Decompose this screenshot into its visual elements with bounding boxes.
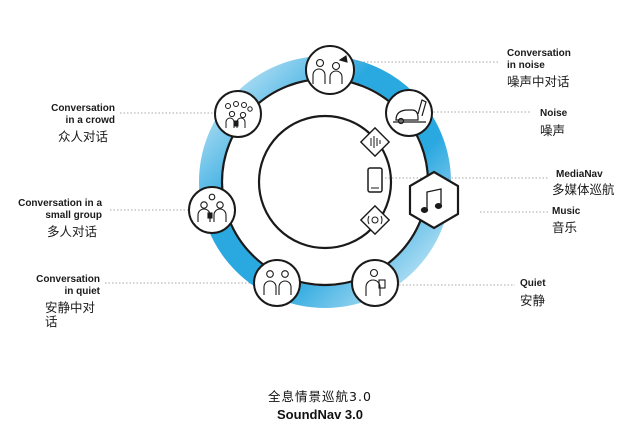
quiet-conversation-en-line1: Conversation: [36, 274, 100, 285]
label-conversation-in-noise: Conversation in noise 噪声中对话: [507, 48, 627, 89]
small-group-icon: [197, 193, 227, 222]
label-quiet: Quiet 安静: [520, 278, 600, 308]
music-en: Music: [552, 206, 581, 217]
node-conversation-in-quiet: [253, 259, 301, 307]
noise-conversation-zh: 噪声中对话: [507, 74, 570, 89]
noise-zh: 噪声: [540, 122, 566, 138]
quiet-conversation-zh: 安静中对话: [45, 300, 96, 330]
quiet-conversation-en-line2: in quiet: [64, 285, 100, 297]
inner-diamond-top: [359, 126, 391, 158]
title-chinese: 全息情景巡航3.0: [268, 389, 372, 404]
music-zh: 音乐: [552, 219, 578, 235]
music-note-icon: [420, 188, 443, 213]
crowd-people-icon: [225, 101, 253, 128]
phone-icon: [367, 167, 383, 193]
crowd-en-line2: in a crowd: [65, 114, 115, 126]
label-small-group: Conversation in a small group 多人对话: [12, 198, 102, 239]
node-crowd: [214, 90, 262, 138]
node-small-group: [188, 186, 236, 234]
listening-icon: [367, 215, 383, 225]
sound-icon: [370, 136, 381, 148]
node-conversation-in-noise: [305, 45, 355, 95]
two-people-talking-icon: [312, 55, 348, 84]
node-noise: [385, 89, 433, 137]
two-people-icon: [263, 270, 292, 295]
title-english: SoundNav 3.0: [277, 407, 363, 422]
node-quiet: [351, 259, 399, 307]
medianav-zh: 多媒体巡航: [552, 181, 615, 197]
label-medianav: MediaNav 多媒体巡航: [552, 169, 637, 197]
quiet-en: Quiet: [520, 278, 546, 289]
vacuum-cleaner-icon: [393, 99, 427, 125]
label-conversation-in-crowd: Conversation in a crowd 众人对话: [20, 103, 115, 144]
quiet-zh: 安静: [520, 292, 546, 308]
inner-circle: [257, 114, 393, 250]
small-group-zh: 多人对话: [47, 224, 98, 239]
medianav-en: MediaNav: [556, 169, 603, 180]
inner-diamond-bottom: [359, 204, 391, 236]
crowd-zh: 众人对话: [58, 129, 109, 144]
noise-conversation-en-line2: in noise: [507, 59, 545, 71]
crowd-en-line1: Conversation: [51, 103, 115, 114]
small-group-en-line2: small group: [45, 209, 102, 221]
noise-en: Noise: [540, 108, 568, 119]
label-noise: Noise 噪声: [540, 108, 620, 138]
small-group-en-line1: Conversation in a: [18, 198, 102, 209]
label-conversation-in-quiet: Conversation in quiet 安静中对话: [15, 274, 100, 330]
leader-lines: [105, 61, 548, 286]
label-music: Music 音乐: [552, 206, 632, 235]
person-reading-icon: [365, 268, 386, 296]
noise-conversation-en-line1: Conversation: [507, 48, 571, 59]
node-music: [408, 170, 460, 230]
